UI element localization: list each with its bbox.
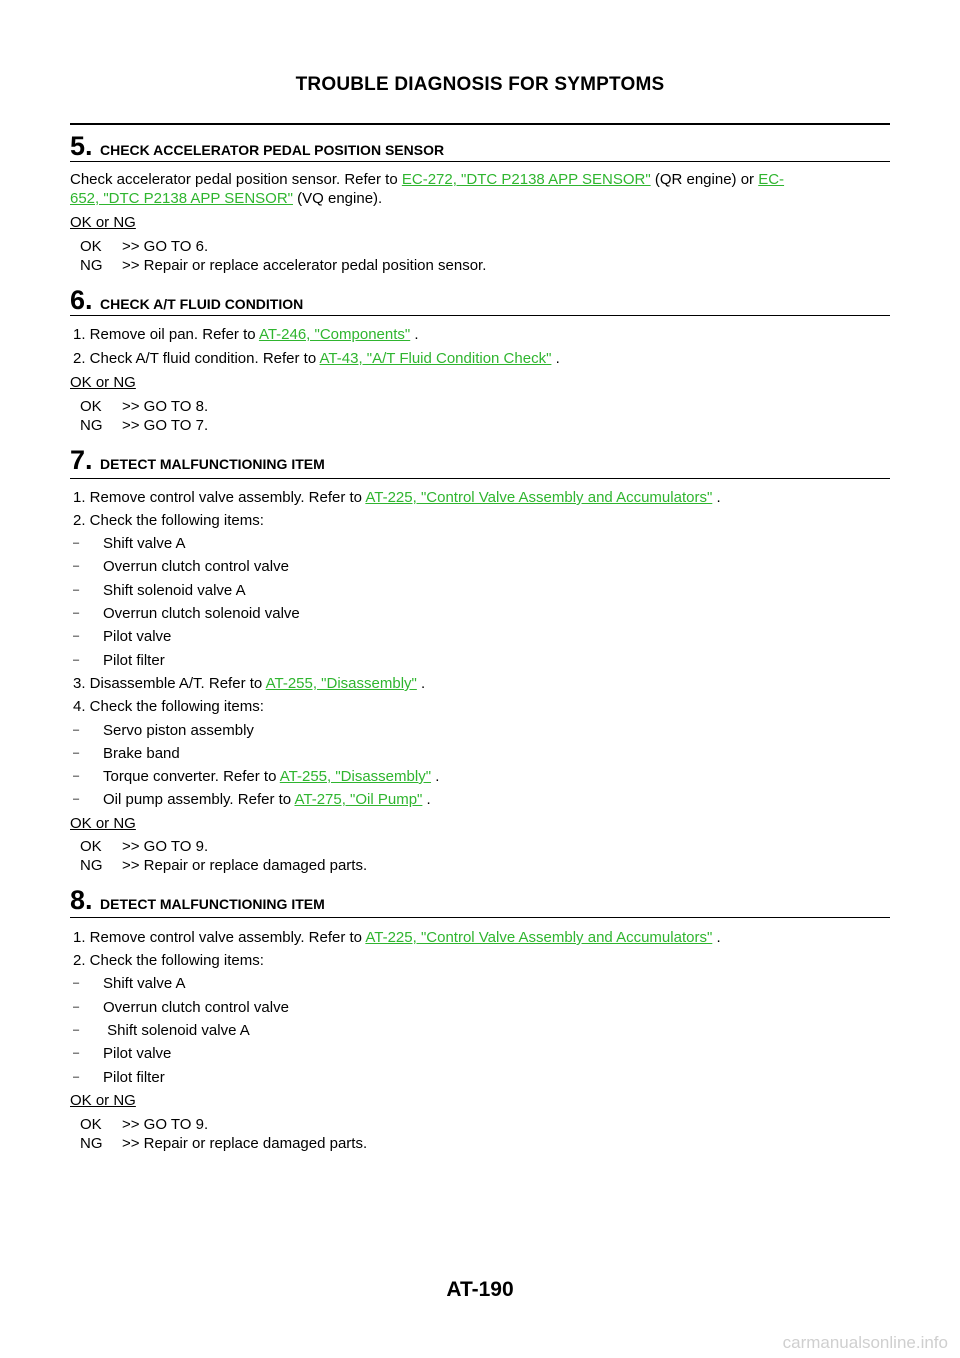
sub-item: –Brake band [73,745,180,762]
ref-link-at246[interactable]: AT-246, "Components" [258,326,411,343]
sub-item: –Overrun clutch control valve [73,999,289,1016]
sub-item: –Oil pump assembly. Refer to AT-275, "Oi… [73,791,431,808]
step-number: 8. [70,885,93,915]
step-rule [70,161,890,162]
sub-item: –Torque converter. Refer to AT-255, "Dis… [73,768,440,785]
watermark: carmanualsonline.info [782,1333,948,1352]
step-rule [70,478,890,479]
step-7-heading: 7. DETECT MALFUNCTIONING ITEM [70,445,325,476]
sub-item: –Pilot valve [73,1045,172,1062]
step-6-heading: 6. CHECK A/T FLUID CONDITION [70,285,303,316]
ok-result: OK>> GO TO 6. [80,238,209,255]
ok-or-ng-label: OK or NG [70,214,136,231]
sub-item: –Pilot filter [73,1069,165,1086]
step-5-text-cont: 652, "DTC P2138 APP SENSOR" (VQ engine). [70,190,383,207]
sub-item: –Shift valve A [73,975,186,992]
ng-result: NG>> Repair or replace damaged parts. [80,857,368,874]
ok-or-ng-label: OK or NG [70,374,136,391]
list-item: 1. Remove control valve assembly. Refer … [73,929,721,946]
page-number: AT-190 [446,1278,514,1301]
list-item: 4. Check the following items: [73,698,264,715]
list-item: 2. Check the following items: [73,512,264,529]
sub-item: –Overrun clutch control valve [73,558,289,575]
ref-link-ec652[interactable]: EC- [758,171,785,188]
sub-item: –Servo piston assembly [73,722,254,739]
ref-link-at275[interactable]: AT-275, "Oil Pump" [294,791,423,808]
header-rule [70,123,890,125]
step-title: DETECT MALFUNCTIONING ITEM [100,456,325,472]
sub-item: –Pilot valve [73,628,172,645]
step-title: DETECT MALFUNCTIONING ITEM [100,896,325,912]
step-number: 6. [70,285,93,315]
ok-result: OK>> GO TO 9. [80,838,209,855]
ok-or-ng-label: OK or NG [70,815,136,832]
ref-link-at225-s8[interactable]: AT-225, "Control Valve Assembly and Accu… [365,929,713,946]
ng-result: NG>> Repair or replace accelerator pedal… [80,257,487,274]
step-rule [70,315,890,316]
ref-link-at43[interactable]: AT-43, "A/T Fluid Condition Check" [319,350,552,367]
page-header-title: TROUBLE DIAGNOSIS FOR SYMPTOMS [295,74,665,95]
ref-link-at255-torque[interactable]: AT-255, "Disassembly" [279,768,432,785]
step-8-heading: 8. DETECT MALFUNCTIONING ITEM [70,885,325,916]
ok-or-ng-label: OK or NG [70,1092,136,1109]
sub-item: –Pilot filter [73,652,165,669]
ok-result: OK>> GO TO 8. [80,398,209,415]
ref-link-ec272[interactable]: EC-272, "DTC P2138 APP SENSOR" [401,171,651,188]
sub-item: –Shift solenoid valve A [73,582,246,599]
list-item: 1. Remove control valve assembly. Refer … [73,489,721,506]
step-number: 5. [70,131,93,161]
sub-item: –Overrun clutch solenoid valve [73,605,300,622]
sub-item: –Shift valve A [73,535,186,552]
ref-link-ec652-cont[interactable]: 652, "DTC P2138 APP SENSOR" [70,190,293,207]
step-number: 7. [70,445,93,475]
ng-result: NG>> GO TO 7. [80,417,209,434]
list-item: 3. Disassemble A/T. Refer to AT-255, "Di… [73,675,426,692]
step-title: CHECK ACCELERATOR PEDAL POSITION SENSOR [100,142,445,158]
sub-item: – Shift solenoid valve A [73,1022,250,1039]
step-5-text: Check accelerator pedal position sensor.… [70,171,785,188]
list-item: 2. Check A/T fluid condition. Refer to A… [73,350,560,367]
ok-result: OK>> GO TO 9. [80,1116,209,1133]
list-item: 1. Remove oil pan. Refer to AT-246, "Com… [73,326,419,343]
step-title: CHECK A/T FLUID CONDITION [100,296,304,312]
step-5-heading: 5. CHECK ACCELERATOR PEDAL POSITION SENS… [70,131,444,162]
ng-result: NG>> Repair or replace damaged parts. [80,1135,368,1152]
ref-link-at225[interactable]: AT-225, "Control Valve Assembly and Accu… [365,489,713,506]
ref-link-at255[interactable]: AT-255, "Disassembly" [265,675,417,692]
step-rule [70,917,890,918]
list-item: 2. Check the following items: [73,952,264,969]
